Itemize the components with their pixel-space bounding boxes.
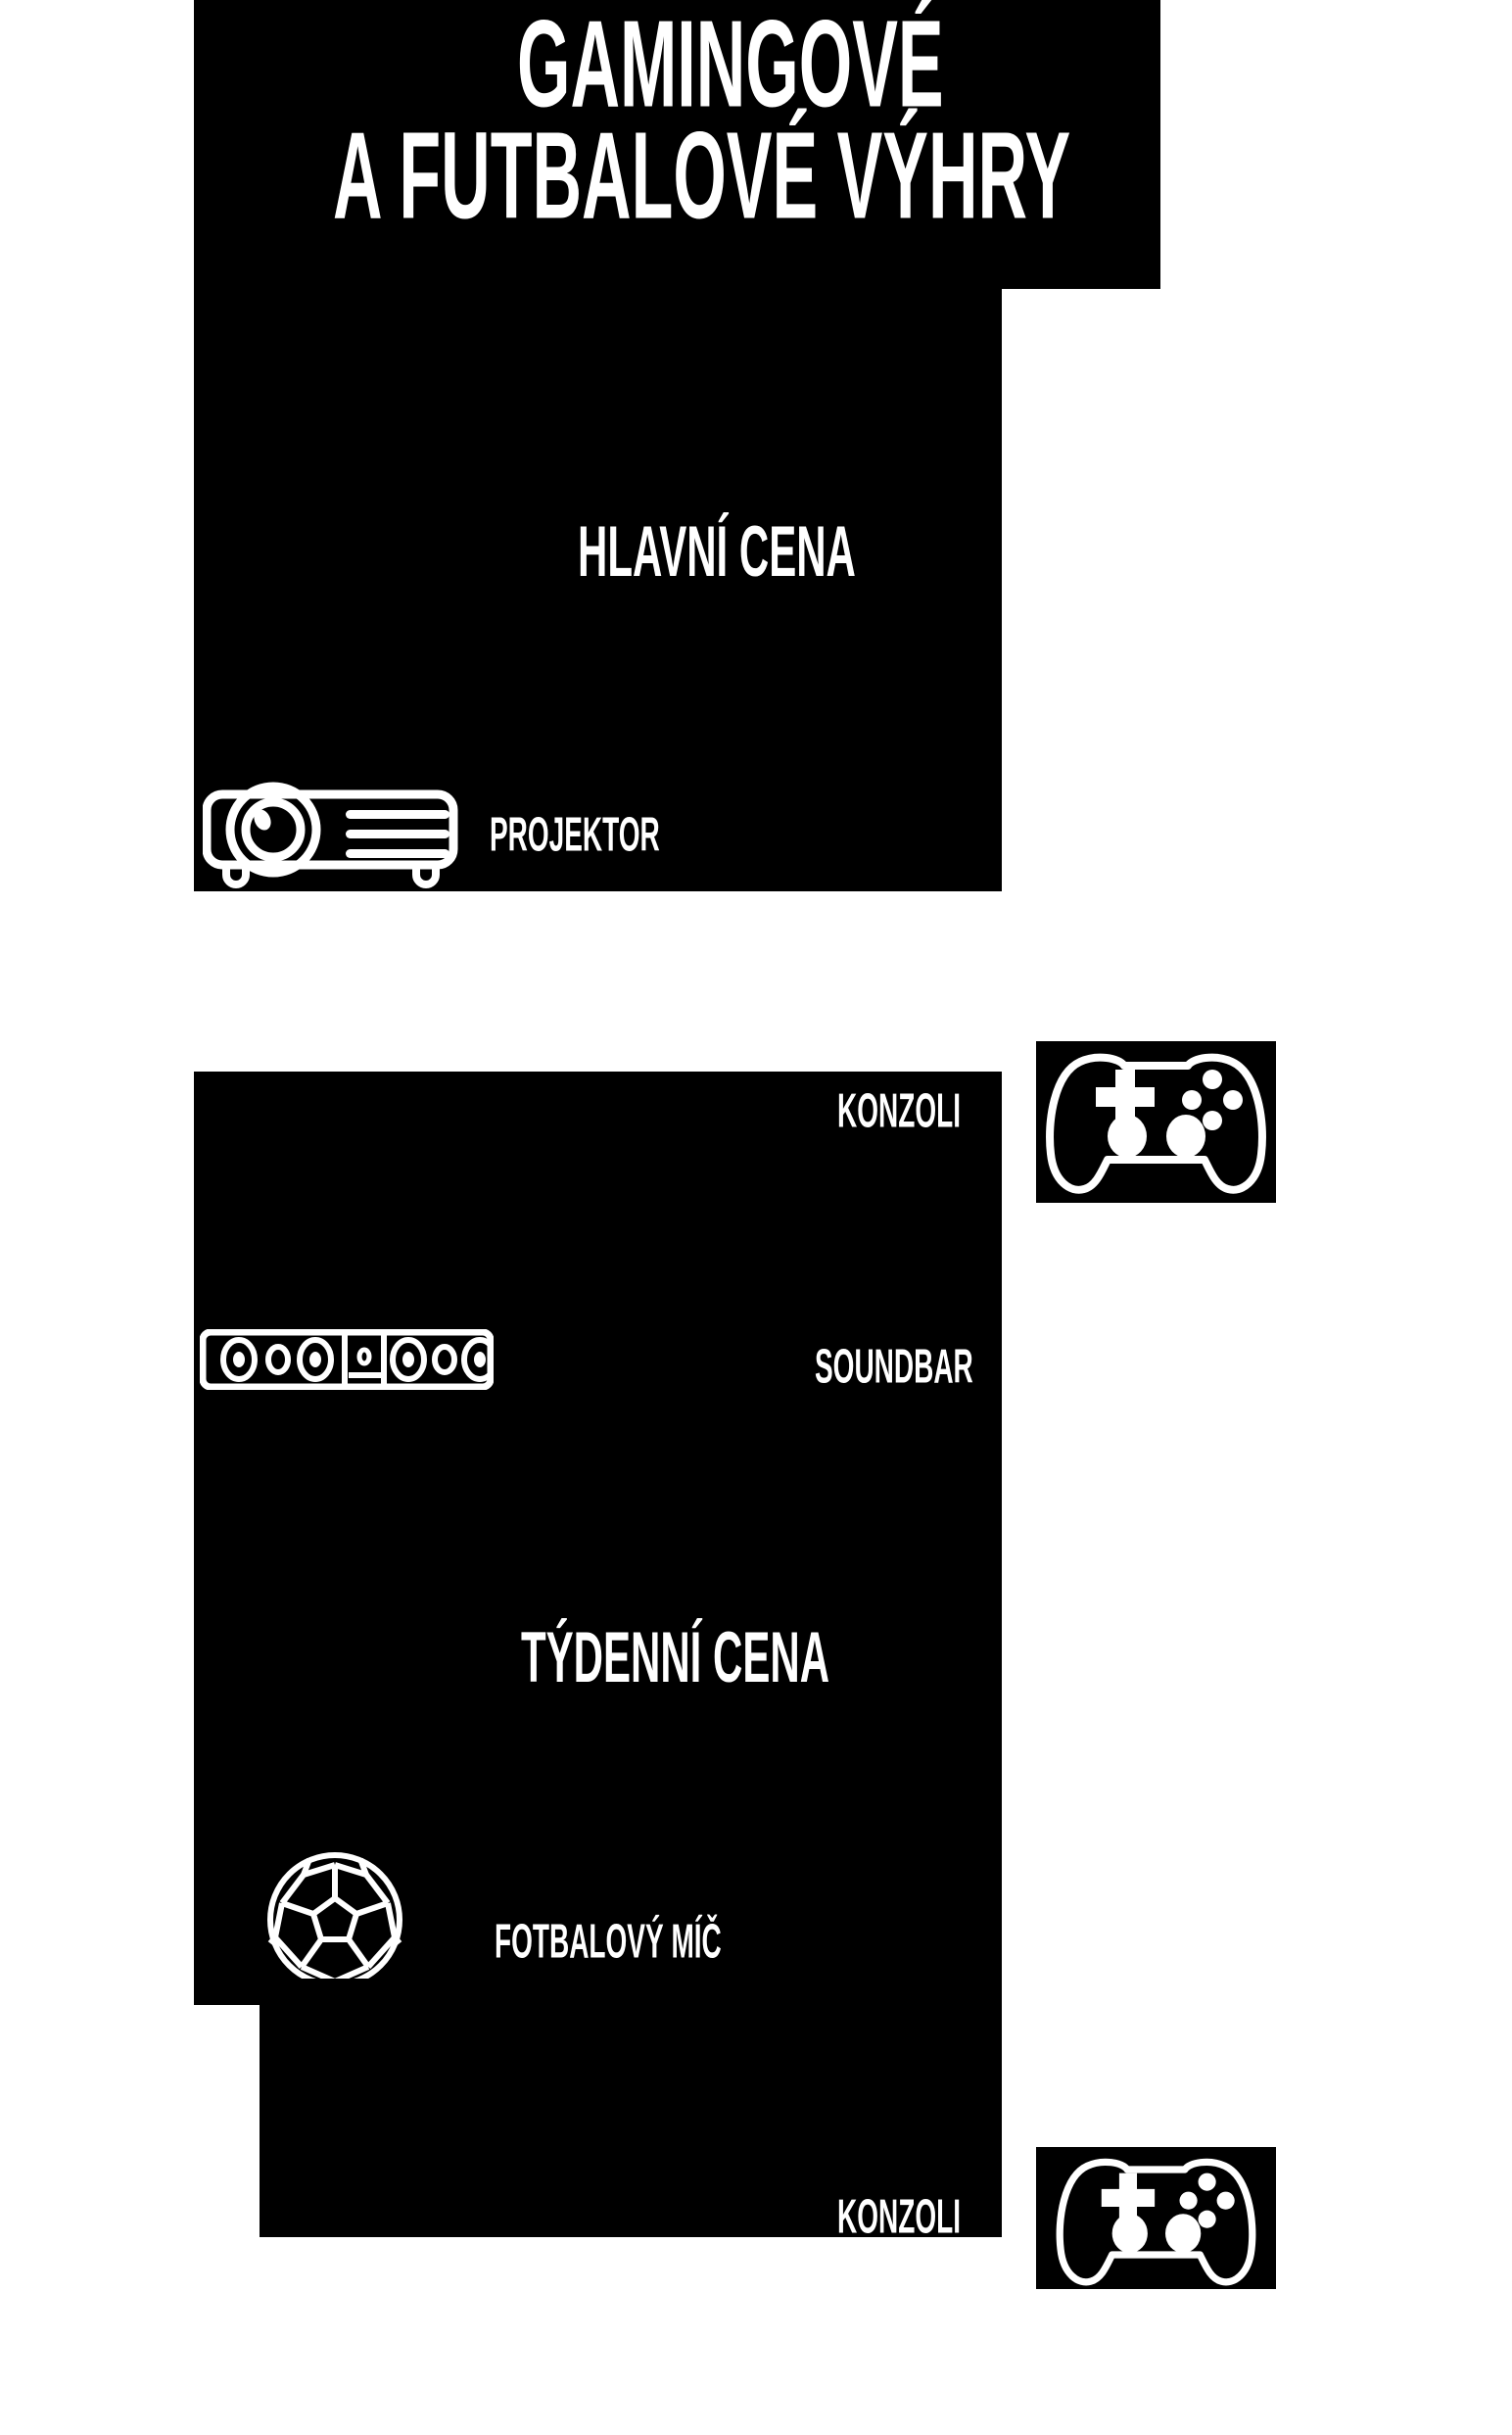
prizes-panel-middle: KONZOLI [194, 1072, 1002, 2005]
main-prize-heading: HLAVNÍ CENA [578, 511, 856, 592]
projector-icon [202, 777, 467, 888]
gamepad-icon [1041, 2150, 1271, 2289]
prize-label-soundbar: SOUNDBAR [815, 1341, 973, 1394]
weekly-prize-heading: TÝDENNÍ CENA [521, 1617, 830, 1697]
soundbar-icon [199, 1328, 498, 1395]
headline-line-1: GAMINGOVÉ [517, 0, 944, 134]
prize-label-projector: PROJEKTOR [490, 809, 660, 862]
soccer-ball-icon [266, 1851, 403, 1993]
gamepad-panel-bottom [1036, 2147, 1276, 2289]
gamepad-panel-top [1036, 1041, 1276, 1203]
prize-label-football: FOTBALOVÝ MÍČ [495, 1916, 722, 1969]
headline-line-2: A FUTBALOVÉ VÝHRY [333, 107, 1071, 246]
gamepad-icon [1041, 1044, 1271, 1203]
prize-label-konzoli-2: KONZOLI [837, 2191, 961, 2237]
prize-label-konzoli-1: KONZOLI [837, 1085, 961, 1138]
headline-panel-top: GAMINGOVÉ A FUTBALOVÉ VÝHRY [194, 0, 1160, 289]
prizes-panel-lower: KONZOLI [260, 1979, 1002, 2237]
